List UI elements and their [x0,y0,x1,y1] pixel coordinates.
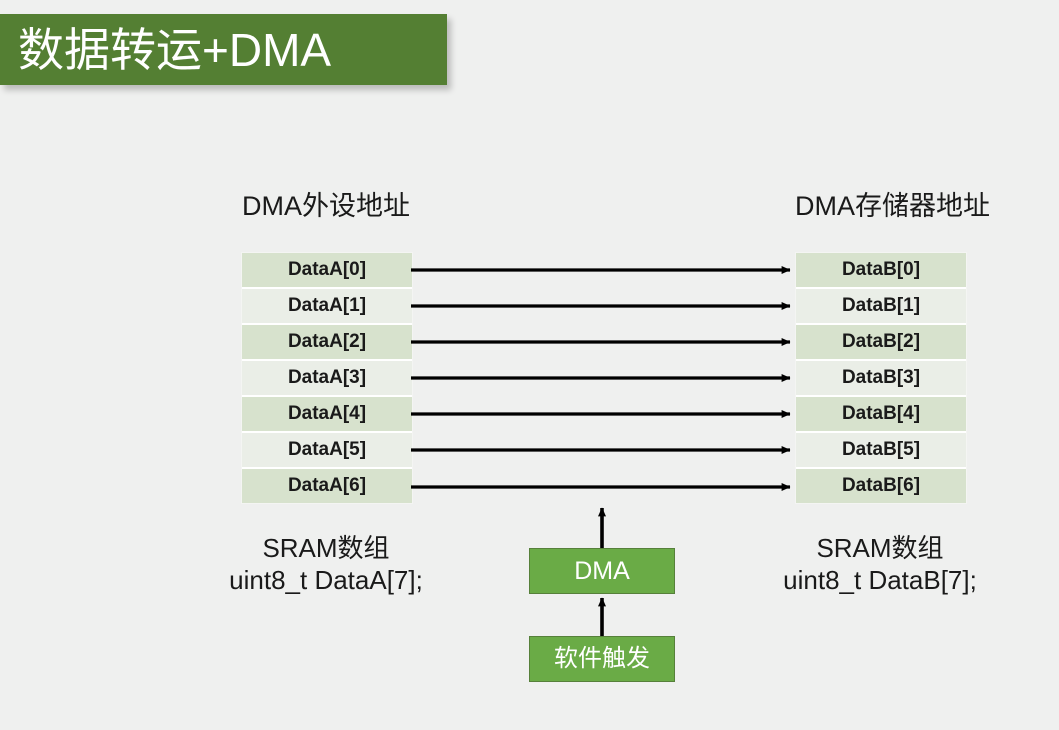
table-data-b: DataB[0] DataB[1] DataB[2] DataB[3] Data… [795,252,967,504]
table-data-a: DataA[0] DataA[1] DataA[2] DataA[3] Data… [241,252,413,504]
heading-peripheral-address: DMA外设地址 [242,191,410,221]
caption-data-a-line1: SRAM数组 [262,533,390,563]
table-row: DataB[1] [796,289,966,325]
software-trigger-block[interactable]: 软件触发 [529,636,675,682]
dma-block[interactable]: DMA [529,548,675,594]
table-row: DataB[4] [796,397,966,433]
page-title: 数据转运+DMA [18,23,332,76]
table-row: DataB[3] [796,361,966,397]
table-row: DataA[4] [242,397,412,433]
caption-data-b-line2: uint8_t DataB[7]; [783,565,977,595]
caption-data-b-line1: SRAM数组 [816,533,944,563]
caption-data-b: SRAM数组 uint8_t DataB[7]; [740,532,1020,596]
caption-data-a-line2: uint8_t DataA[7]; [229,565,423,595]
table-row: DataA[2] [242,325,412,361]
table-row: DataB[5] [796,433,966,469]
caption-data-a: SRAM数组 uint8_t DataA[7]; [186,532,466,596]
table-row: DataB[0] [796,253,966,289]
table-row: DataB[6] [796,469,966,503]
table-row: DataA[0] [242,253,412,289]
transfer-arrow-group [411,266,791,491]
table-row: DataA[6] [242,469,412,503]
heading-memory-address: DMA存储器地址 [795,191,990,221]
table-row: DataB[2] [796,325,966,361]
title-banner: 数据转运+DMA [0,14,447,85]
table-row: DataA[5] [242,433,412,469]
table-row: DataA[1] [242,289,412,325]
table-row: DataA[3] [242,361,412,397]
